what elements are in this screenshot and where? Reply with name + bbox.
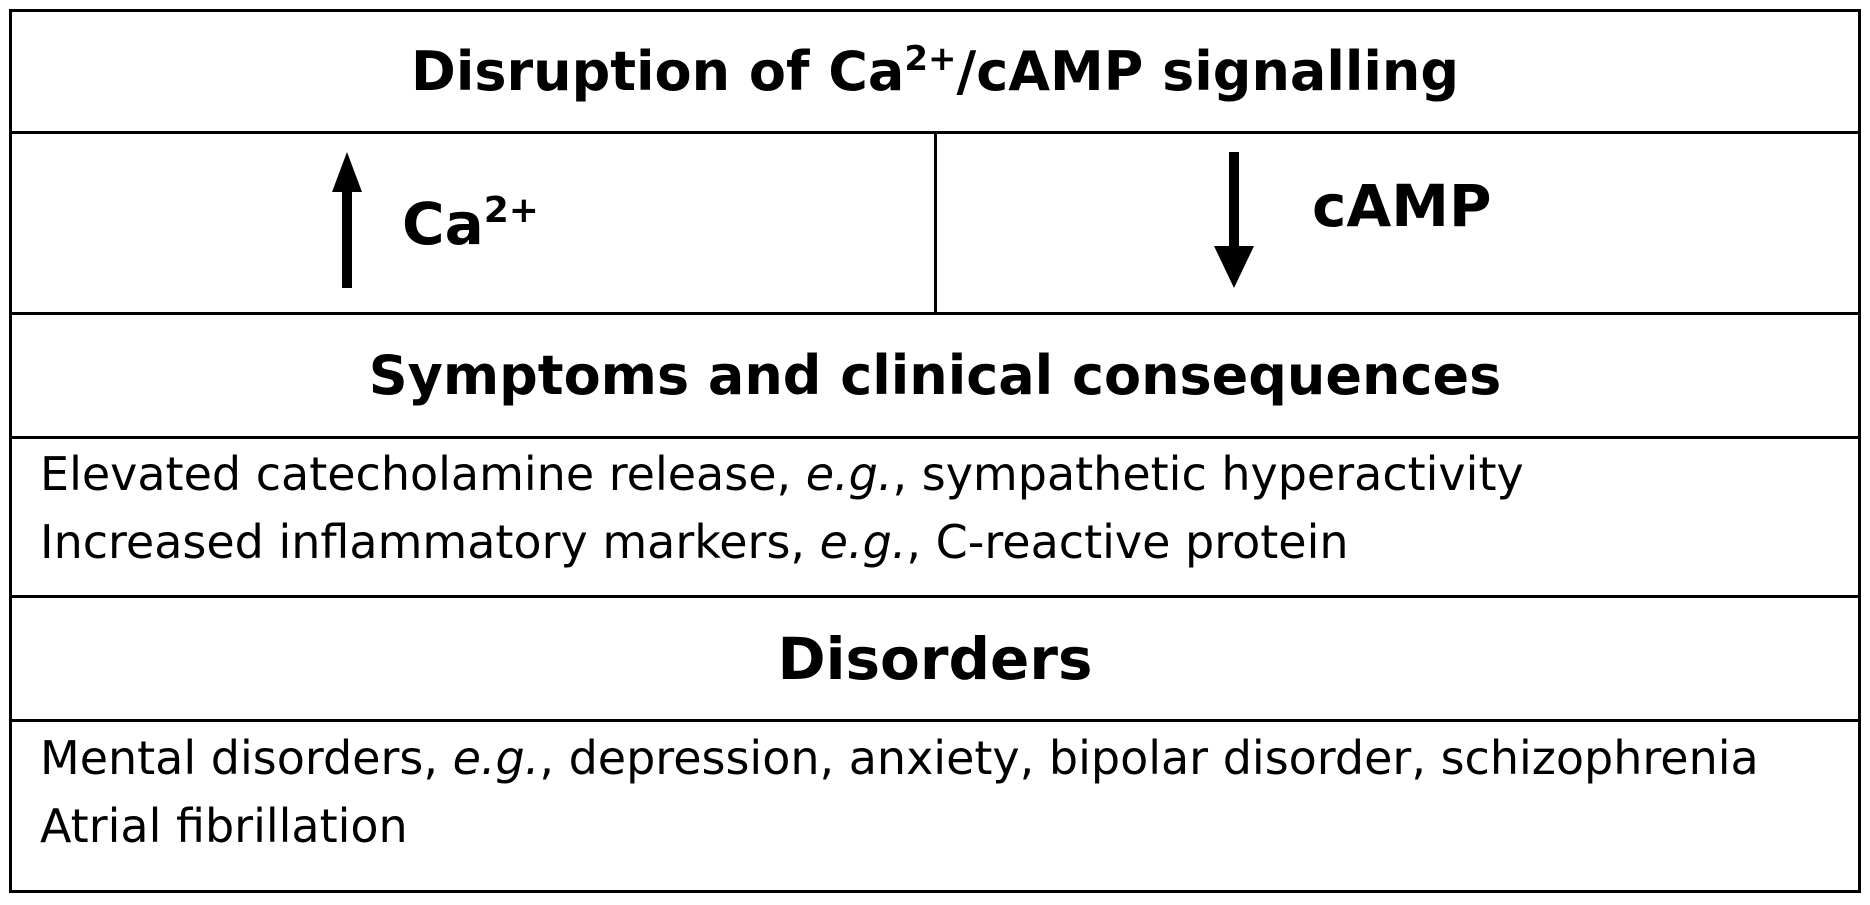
list-item-text: Increased inflammatory markers, — [40, 515, 820, 569]
list-item-text: Mental disorders, — [40, 731, 453, 785]
arrow-down-icon — [1214, 152, 1254, 288]
arrow-up-icon — [332, 152, 362, 288]
title-superscript: 2+ — [904, 39, 957, 79]
table-frame — [9, 9, 1861, 893]
divider-signals-vertical — [934, 134, 937, 312]
list-item-text: Elevated catecholamine release, — [40, 447, 806, 501]
signal-label-calcium: Ca2+ — [402, 190, 539, 258]
title-prefix: Disruption of Ca — [411, 40, 905, 103]
list-item-italic: e.g. — [452, 731, 540, 785]
title-row: Disruption of Ca2+/cAMP signalling — [12, 12, 1858, 131]
divider-symptoms-heading — [9, 436, 1861, 439]
page-title: Disruption of Ca2+/cAMP signalling — [411, 39, 1459, 103]
divider-title — [9, 131, 1861, 134]
title-suffix: /cAMP signalling — [956, 40, 1459, 103]
signal-label-camp: cAMP — [1312, 172, 1492, 240]
list-item: Increased inflammatory markers, e.g., C-… — [40, 508, 1524, 576]
list-item-italic: e.g. — [805, 447, 893, 501]
list-item: Elevated catecholamine release, e.g., sy… — [40, 440, 1524, 508]
list-item-text: , depression, anxiety, bipolar disorder,… — [539, 731, 1759, 785]
list-item: Atrial fibrillation — [40, 792, 1759, 860]
divider-disorders-heading — [9, 719, 1861, 722]
symptoms-heading-row: Symptoms and clinical consequences — [12, 315, 1858, 436]
calcium-superscript: 2+ — [483, 190, 539, 231]
symptoms-heading: Symptoms and clinical consequences — [368, 344, 1502, 407]
list-item-text: Atrial fibrillation — [40, 799, 408, 853]
disorders-heading-row: Disorders — [12, 598, 1858, 719]
disorders-list: Mental disorders, e.g., depression, anxi… — [40, 724, 1759, 860]
calcium-label: Ca — [402, 190, 484, 258]
divider-signals — [9, 312, 1861, 315]
list-item: Mental disorders, e.g., depression, anxi… — [40, 724, 1759, 792]
list-item-text: , sympathetic hyperactivity — [892, 447, 1524, 501]
divider-symptoms-list — [9, 595, 1861, 598]
symptoms-list: Elevated catecholamine release, e.g., sy… — [40, 440, 1524, 576]
list-item-italic: e.g. — [819, 515, 907, 569]
disorders-heading: Disorders — [777, 624, 1093, 693]
list-item-text: , C-reactive protein — [906, 515, 1349, 569]
